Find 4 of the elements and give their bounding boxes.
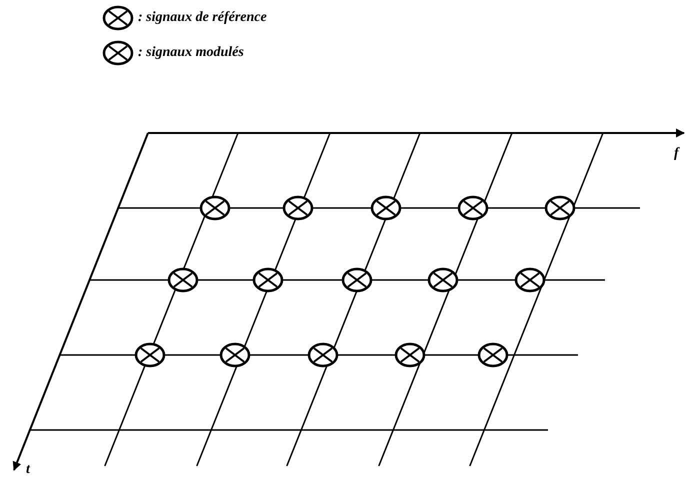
axis-label: t [26, 462, 30, 478]
axis-label: f [674, 146, 679, 162]
legend-text: : signaux modulés [138, 45, 244, 61]
legend-text: : signaux de référence [138, 10, 267, 26]
